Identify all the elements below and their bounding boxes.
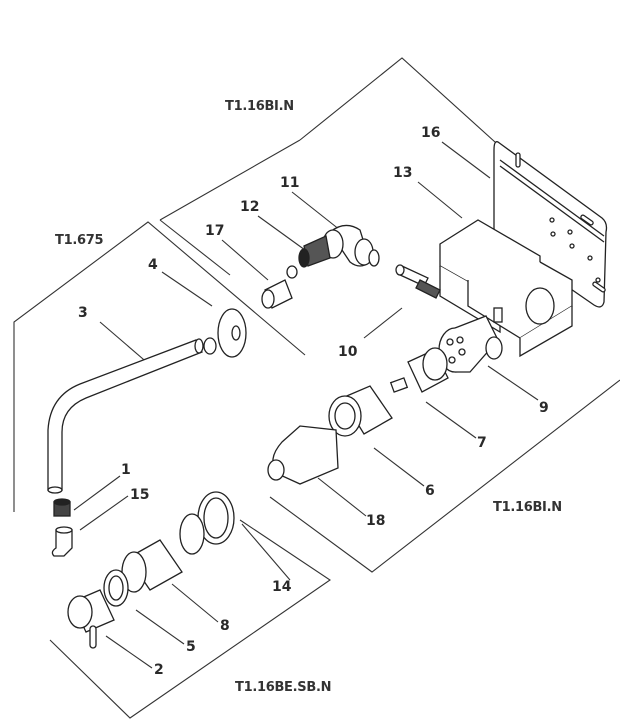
part-11-elbow (322, 224, 380, 267)
group-label-handle: T1.16BE.SB.N (235, 680, 332, 695)
bracket-top-inner (159, 139, 301, 221)
leader-18 (317, 477, 367, 517)
part-18-cover (267, 425, 339, 485)
leader-17 (221, 239, 269, 281)
part-14-seal-rings (179, 491, 235, 555)
leader-15 (79, 495, 129, 531)
leader-13 (417, 181, 463, 219)
part-label-9: 9 (539, 400, 549, 416)
leader-5 (135, 609, 185, 645)
part-label-6: 6 (425, 483, 435, 499)
leader-11 (291, 191, 341, 231)
part-label-13: 13 (393, 165, 413, 181)
part-label-2: 2 (154, 662, 164, 678)
leader-4 (161, 271, 213, 307)
leader-7 (425, 401, 477, 439)
part-12-threaded-fitting (286, 235, 331, 279)
part-label-1: 1 (121, 462, 131, 478)
leader-9 (487, 365, 539, 401)
part-label-17: 17 (205, 223, 225, 239)
part-10-pipe-nipple (395, 264, 441, 299)
leader-8 (171, 583, 219, 623)
part-label-8: 8 (220, 618, 230, 634)
part-label-7: 7 (477, 435, 487, 451)
part-label-4: 4 (148, 257, 158, 273)
part-label-14: 14 (272, 579, 292, 595)
leader-3 (99, 321, 151, 366)
part-label-15: 15 (130, 487, 150, 503)
bracket-top (299, 57, 496, 143)
part-label-10: 10 (338, 344, 358, 360)
part-label-3: 3 (78, 305, 88, 321)
part-15-aerator-key (51, 526, 73, 557)
part-3-spout (47, 338, 204, 494)
part-label-16: 16 (421, 125, 441, 141)
group-label-body: T1.16BI.N (493, 500, 562, 515)
leader-6 (373, 447, 425, 487)
part-2-handle (67, 589, 115, 649)
bracket-handle (49, 519, 331, 719)
group-label-spout: T1.675 (55, 233, 104, 248)
part-16-mounting-plate (493, 141, 608, 308)
part-13-valve-body (439, 219, 573, 358)
part-label-11: 11 (280, 175, 300, 191)
bracket-top-inner2 (159, 219, 231, 276)
leader-12 (257, 215, 306, 251)
part-label-12: 12 (240, 199, 260, 215)
group-label-top: T1.16BI.N (225, 99, 294, 114)
part-9-cartridge-housing (438, 315, 503, 373)
part-17-sleeve (261, 279, 293, 309)
part-4-flange (203, 308, 247, 358)
leader-1 (73, 475, 121, 511)
part-7-cartridge (389, 347, 449, 393)
bracket-spout (13, 221, 306, 512)
leader-2 (105, 635, 153, 669)
leader-14 (241, 523, 291, 581)
part-label-5: 5 (186, 639, 196, 655)
part-label-18: 18 (366, 513, 386, 529)
bracket-body (269, 379, 620, 573)
part-5-ring (103, 569, 129, 607)
part-1-aerator (53, 498, 71, 517)
part-6-bonnet (328, 385, 393, 437)
leader-10 (363, 307, 403, 339)
leader-16 (441, 141, 491, 179)
